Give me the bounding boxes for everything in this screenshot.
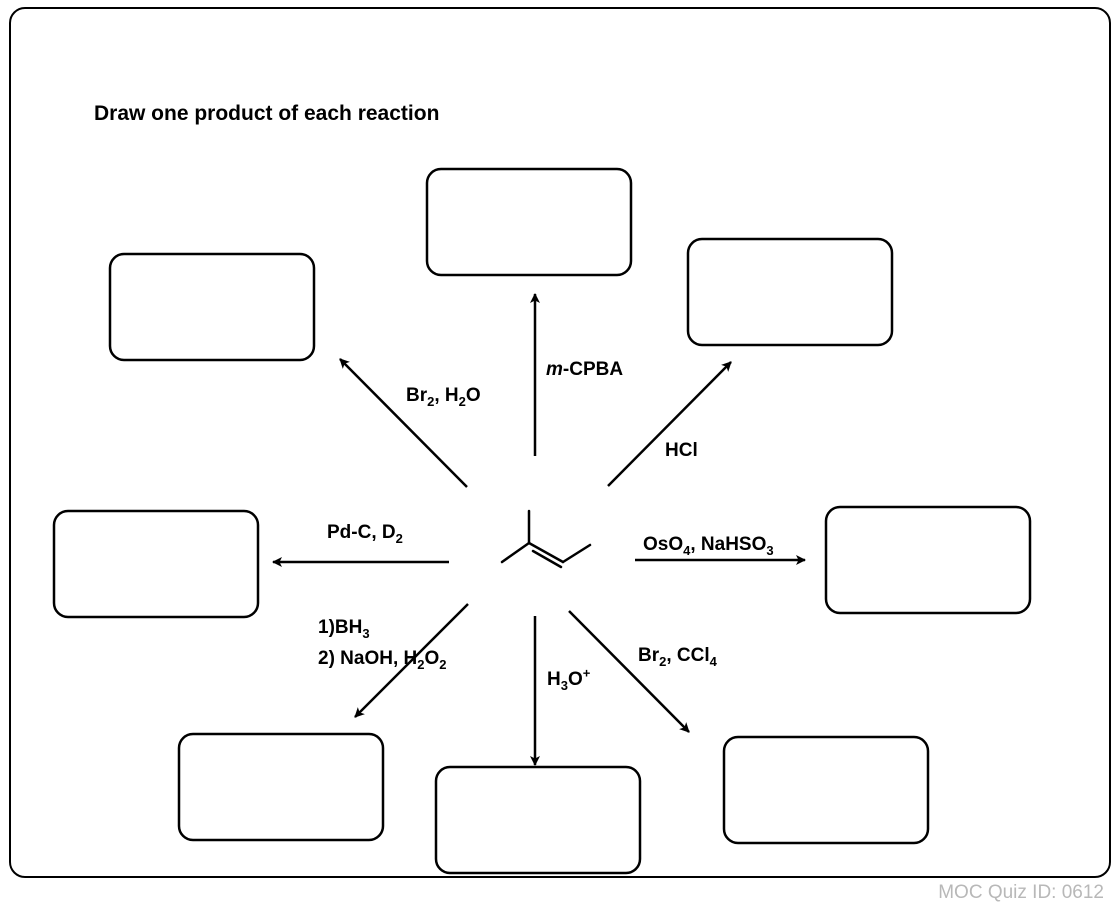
reagent-mcpba: m-CPBA — [546, 359, 624, 380]
arrow-to-lower-right — [568, 610, 690, 733]
quiz-id-footer: MOC Quiz ID: 0612 — [938, 882, 1104, 903]
answer-box-right[interactable] — [824, 505, 1032, 615]
reagent-hcl: HCl — [665, 440, 698, 461]
answer-box-lower-right[interactable] — [722, 735, 930, 845]
reagent-hydroboration-step1: 1)BH3 — [318, 617, 370, 641]
answer-box-upper-right[interactable] — [686, 237, 894, 347]
arrow-to-lower-left — [354, 603, 469, 718]
starting-alkene-structure — [500, 509, 592, 569]
answer-box-top[interactable] — [425, 167, 633, 277]
arrow-to-upper-left — [339, 358, 468, 488]
answer-box-left[interactable] — [52, 509, 260, 619]
reagent-h3o-plus: H3O+ — [547, 665, 591, 693]
reagent-pdc-d2: Pd-C, D2 — [327, 522, 403, 546]
reagent-hydroboration-step2: 2) NaOH, H2O2 — [318, 648, 447, 672]
reagent-br2-ccl4: Br2, CCl4 — [638, 645, 717, 669]
answer-box-upper-left[interactable] — [108, 252, 316, 362]
reagent-oso4-nahso3: OsO4, NaHSO3 — [643, 534, 774, 558]
answer-box-bottom[interactable] — [434, 765, 642, 875]
instruction-heading: Draw one product of each reaction — [94, 102, 440, 125]
arrow-to-upper-right — [607, 361, 732, 487]
reagent-br2-h2o: Br2, H2O — [406, 385, 481, 409]
reagent-hydroboration: 1)BH3 2) NaOH, H2O2 — [318, 612, 447, 674]
answer-box-lower-left[interactable] — [177, 732, 385, 842]
